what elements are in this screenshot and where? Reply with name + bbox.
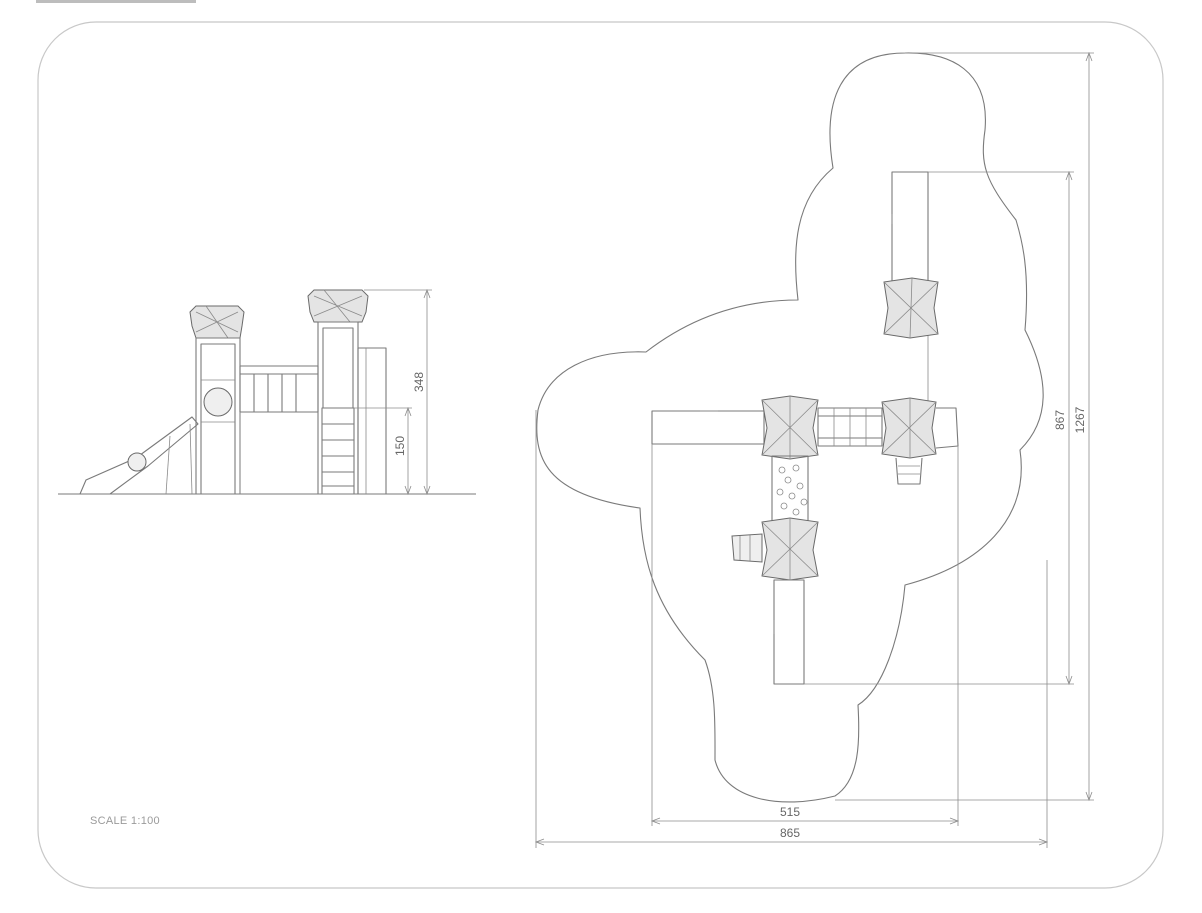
- climbing-wall: [771, 455, 809, 523]
- side-height-dimensions: 348 150: [354, 288, 432, 496]
- roof-south: [761, 517, 819, 581]
- plan-bridge: [817, 407, 883, 447]
- west-beam: [651, 410, 765, 445]
- bridge-panel: [239, 365, 319, 494]
- side-elevation-view: 348 150: [58, 288, 476, 496]
- dimension-outer-length: 1267: [1073, 406, 1087, 433]
- right-tower: [307, 289, 387, 495]
- dimension-platform-height: 150: [393, 436, 407, 456]
- top-edge-mark: [36, 0, 196, 3]
- dimension-inner-width: 515: [780, 805, 800, 819]
- sheet-frame: [37, 21, 1164, 889]
- left-tower: [189, 305, 245, 495]
- slide: [79, 416, 199, 495]
- dimension-total-height: 348: [412, 372, 426, 392]
- safety-zone-outline: [536, 52, 1044, 803]
- roof-center: [761, 395, 819, 460]
- dimension-inner-length: 867: [1053, 410, 1067, 430]
- plan-width-dimensions: 515 865: [534, 410, 1049, 848]
- roof-north: [883, 277, 939, 339]
- east-ladder: [895, 457, 923, 485]
- dimension-outer-width: 865: [780, 826, 800, 840]
- west-step: [731, 533, 763, 563]
- plan-view: 515 865 867 1267: [534, 51, 1094, 848]
- south-slide: [773, 579, 805, 685]
- scale-label: SCALE 1:100: [90, 815, 160, 827]
- plan-length-dimensions: 867 1267: [804, 51, 1094, 802]
- roof-east: [881, 397, 959, 459]
